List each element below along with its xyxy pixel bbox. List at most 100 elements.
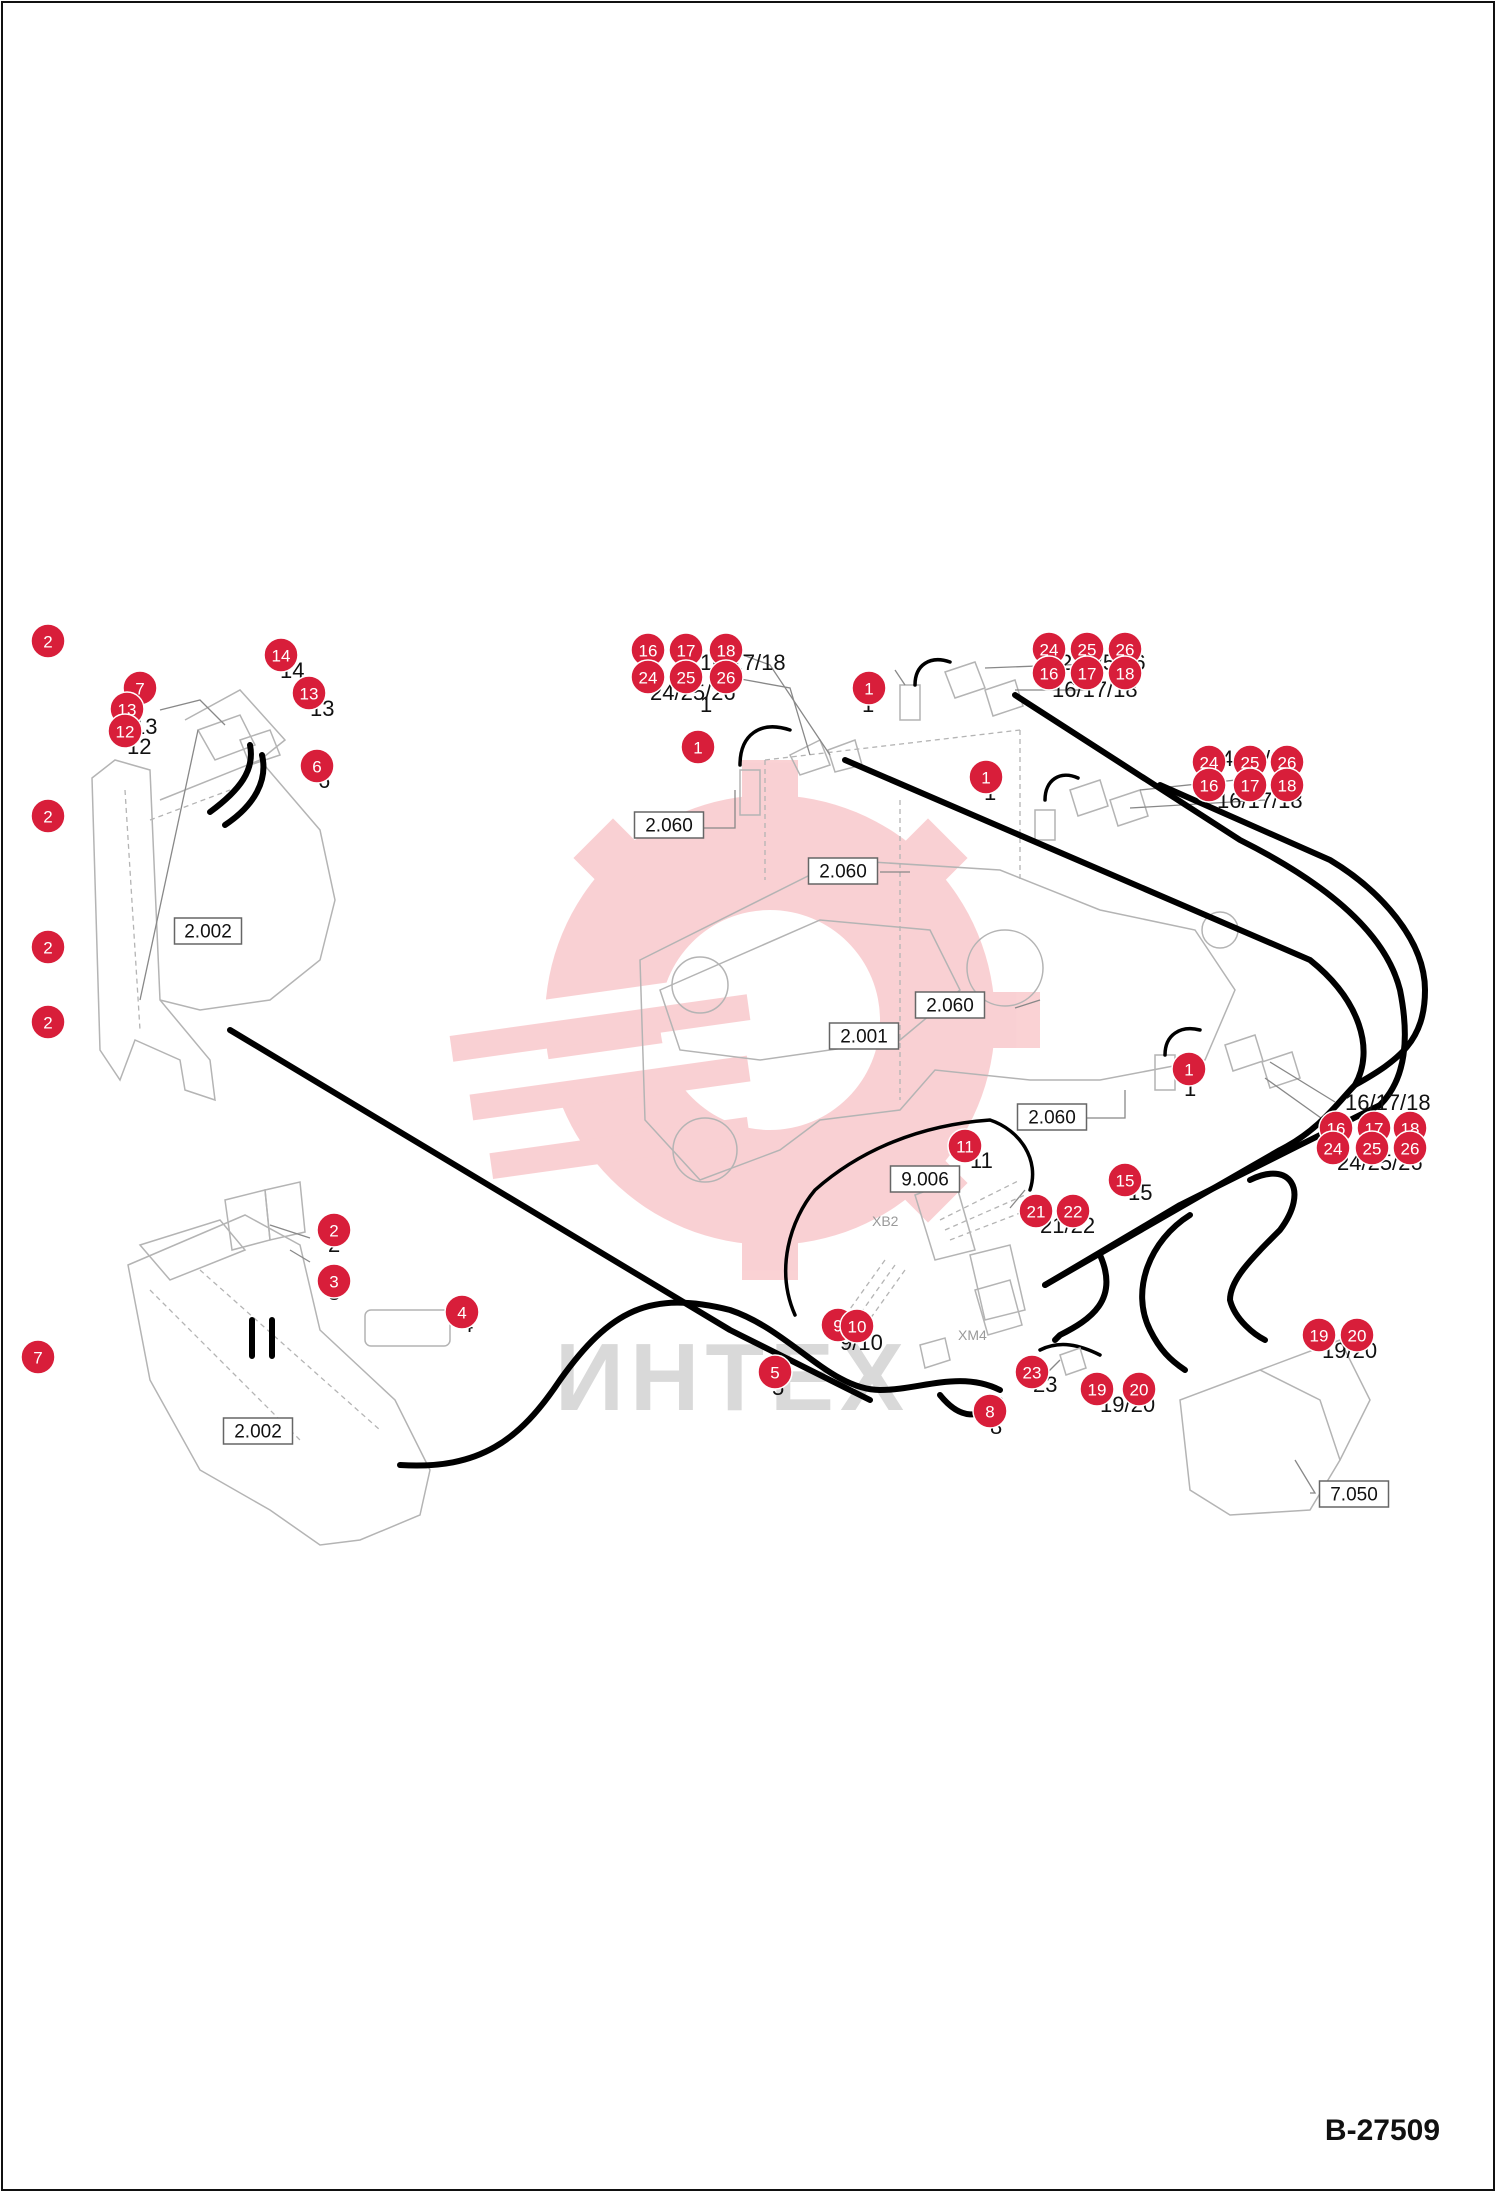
callout-bubble-3: 3 [316, 1263, 352, 1299]
callout-bubble-23: 23 [1014, 1354, 1050, 1390]
callout-number: 26 [717, 669, 736, 688]
callout-bubble-1: 1 [968, 759, 1004, 795]
callout-number: 26 [1278, 754, 1297, 773]
references: 2.002 2.060 2.060 2.060 2.001 2.060 9.006 2.002… [173, 811, 1390, 1508]
reference-box: 9.006 [889, 1165, 961, 1193]
callout-number: 4 [457, 1304, 466, 1323]
callout-number: 2 [43, 633, 52, 652]
callout-number: 20 [1348, 1327, 1367, 1346]
callout-number: 1 [1184, 1061, 1193, 1080]
document-code: B-27509 [1324, 2114, 1440, 2147]
callout-bubble-2: 2 [30, 798, 66, 834]
callout-bubble-17: 17 [1069, 655, 1105, 691]
callout-number: 22 [1064, 1203, 1083, 1222]
callout-number: 24 [1040, 641, 1059, 660]
callout-number: 11 [956, 1138, 974, 1157]
callout-bubble-12: 12 [107, 713, 143, 749]
reference-box: 2.002 [173, 917, 243, 945]
watermark-logo [440, 760, 1040, 1280]
callout-bubble-2: 2 [30, 1004, 66, 1040]
callout-bubble-16: 16 [1031, 655, 1067, 691]
callout-bubble-8: 8 [972, 1393, 1008, 1429]
reference-number: 2.060 [926, 996, 974, 1017]
connector-tag-xm4: XM4 [958, 1327, 987, 1343]
callout-number: 24 [1324, 1140, 1343, 1159]
reference-box: 2.002 [222, 1417, 294, 1445]
callout-number: 18 [1278, 777, 1297, 796]
callout-number: 2 [43, 939, 52, 958]
callout-number: 19 [1088, 1381, 1107, 1400]
callout-number: 20 [1130, 1381, 1149, 1400]
connector-tag-xb2: XB2 [872, 1213, 899, 1229]
connector-pins [834, 1179, 1087, 1376]
callout-number: 17 [1078, 665, 1097, 684]
callout-number: 17 [677, 642, 696, 661]
callout-number: 25 [1241, 754, 1260, 773]
reference-box: 2.060 [1016, 1103, 1088, 1131]
callout-number: 9 [833, 1317, 842, 1336]
callout-number: 1 [693, 739, 702, 758]
callout-bubble-19: 19 [1301, 1317, 1337, 1353]
callout-bubble-11: 11 [947, 1128, 983, 1164]
callout-bubble-13: 13 [291, 675, 327, 711]
callout-bubble-26: 26 [1392, 1130, 1428, 1166]
item-label: 16/17/18 [1345, 1090, 1431, 1115]
reference-number: 2.002 [184, 922, 232, 943]
reference-number: 2.060 [645, 816, 693, 837]
callout-bubble-1: 1 [1171, 1051, 1207, 1087]
callout-number: 24 [1200, 754, 1219, 773]
callout-number: 1 [864, 680, 873, 699]
callout-number: 5 [770, 1364, 779, 1383]
callout-number: 16 [639, 642, 658, 661]
callout-number: 21 [1027, 1203, 1046, 1222]
callout-number: 25 [677, 669, 696, 688]
reference-number: 2.060 [1028, 1108, 1076, 1129]
callout-bubble-4: 4 [444, 1294, 480, 1330]
callout-number: 25 [1078, 641, 1097, 660]
callout-bubble-20: 20 [1339, 1317, 1375, 1353]
callout-bubble-18: 18 [708, 632, 744, 668]
callout-number: 23 [1023, 1364, 1042, 1383]
reference-box: 2.060 [807, 857, 879, 885]
callout-bubble-2: 2 [30, 929, 66, 965]
callout-bubble-22: 22 [1055, 1193, 1091, 1229]
reference-number: 2.001 [840, 1027, 888, 1048]
callout-bubble-7: 7 [20, 1339, 56, 1375]
reference-box: 2.001 [828, 1022, 900, 1050]
callout-bubble-1: 1 [851, 670, 887, 706]
reference-number: 2.002 [234, 1422, 282, 1443]
callout-number: 18 [1116, 665, 1135, 684]
item-label: 1 [700, 692, 712, 717]
callout-bubble-25: 25 [1354, 1130, 1390, 1166]
callout-bubble-18: 18 [1269, 767, 1305, 803]
callout-number: 7 [135, 680, 144, 699]
callout-number: 19 [1310, 1327, 1329, 1346]
callout-bubble-16: 16 [1191, 767, 1227, 803]
callout-bubble-15: 15 [1107, 1162, 1143, 1198]
callout-bubble-5: 5 [757, 1354, 793, 1390]
callout-bubble-6: 6 [299, 748, 335, 784]
reference-number: 9.006 [901, 1170, 949, 1191]
callout-number: 12 [116, 723, 135, 742]
lower-harness-cable [397, 1299, 1003, 1469]
callout-number: 15 [1116, 1172, 1135, 1191]
callout-number: 17 [1241, 777, 1260, 796]
watermark-text: ИНТЕХ [555, 1324, 910, 1431]
callout-number: 1 [981, 769, 990, 788]
callout-number: 2 [43, 1014, 52, 1033]
callout-number: 16 [1200, 777, 1219, 796]
main-harness-cable [227, 1027, 873, 1403]
callout-bubble-19: 19 [1079, 1371, 1115, 1407]
callout-bubble-14: 14 [263, 637, 299, 673]
callout-number: 18 [717, 642, 736, 661]
reference-number: 7.050 [1330, 1485, 1378, 1506]
callout-bubble-10: 10 [839, 1308, 875, 1344]
callout-bubble-20: 20 [1121, 1371, 1157, 1407]
sensors [196, 661, 1301, 1347]
callout-bubble-2: 2 [316, 1212, 352, 1248]
callout-number: 25 [1363, 1140, 1382, 1159]
